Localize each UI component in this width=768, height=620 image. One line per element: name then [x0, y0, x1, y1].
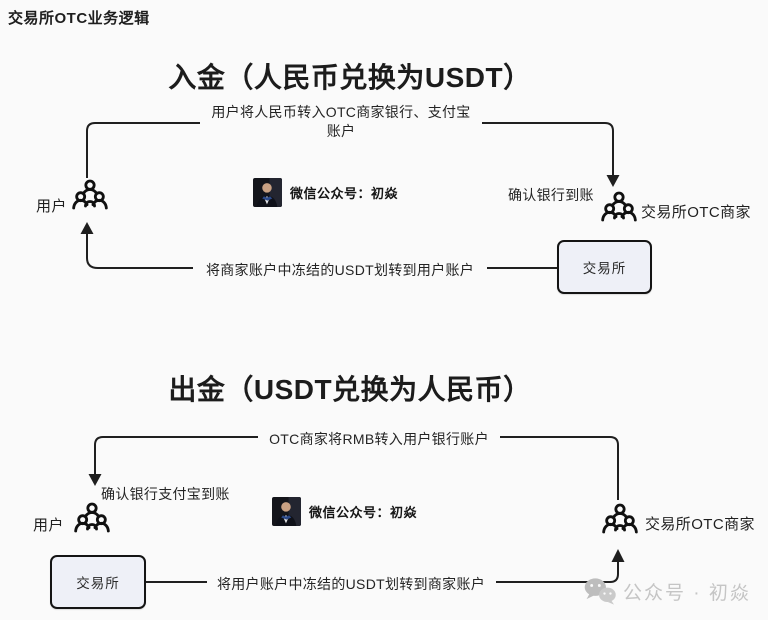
withdraw-exchange-box: 交易所 [50, 555, 146, 609]
withdraw-top-arrow-label: OTC商家将RMB转入用户银行账户 [269, 431, 489, 447]
deposit-arrowhead-up [80, 222, 94, 234]
withdraw-arrowhead-up [611, 549, 625, 562]
deposit-user-label: 用户 [36, 198, 67, 215]
wechat-badge-withdraw: 微信公众号：初焱 [272, 497, 417, 526]
deposit-top-arrow-label: 用户将人民币转入OTC商家银行、支付宝 账户 [191, 103, 491, 141]
withdraw-arrowhead-down [88, 474, 102, 486]
withdraw-user-label: 用户 [33, 517, 64, 534]
withdraw-top-connector-right [500, 436, 619, 500]
deposit-merchant-group-icon [599, 189, 639, 229]
wechat-badge-text: 微信公众号：初焱 [309, 505, 418, 520]
author-avatar [272, 497, 301, 526]
deposit-merchant-label: 交易所OTC商家 [641, 204, 751, 221]
deposit-exchange-box-label: 交易所 [582, 261, 627, 276]
deposit-flow-title: 入金（人民币兑换为USDT） [168, 62, 532, 93]
withdraw-top-connector-left [94, 436, 258, 475]
watermark-text: 公众号 · 初焱 [623, 582, 751, 604]
wechat-icon [583, 576, 617, 606]
deposit-bottom-connector-left [86, 233, 193, 269]
deposit-top-connector-left [86, 122, 200, 178]
deposit-top-arrow-label-line2: 账户 [326, 123, 356, 139]
withdraw-merchant-group-icon [600, 501, 640, 541]
deposit-arrowhead-down [606, 175, 620, 187]
withdraw-merchant-label: 交易所OTC商家 [645, 516, 755, 533]
withdraw-user-group-icon [72, 500, 112, 540]
author-avatar [253, 178, 282, 207]
withdraw-confirm-label: 确认银行支付宝到账 [101, 486, 230, 502]
withdraw-bottom-arrow-label: 将用户账户中冻结的USDT划转到商家账户 [216, 576, 486, 592]
deposit-bottom-arrow-label: 将商家账户中冻结的USDT划转到用户账户 [205, 262, 475, 278]
page-title: 交易所OTC业务逻辑 [8, 10, 150, 27]
deposit-exchange-box: 交易所 [557, 240, 652, 294]
deposit-top-arrow-label-line1: 用户将人民币转入OTC商家银行、支付宝 [211, 104, 471, 120]
withdraw-exchange-box-label: 交易所 [76, 576, 120, 591]
deposit-confirm-label: 确认银行到账 [508, 187, 594, 203]
deposit-top-connector-right [482, 122, 614, 176]
deposit-user-group-icon [70, 177, 110, 217]
watermark: 公众号 · 初焱 [583, 576, 751, 606]
wechat-badge-deposit: 微信公众号：初焱 [253, 178, 398, 207]
wechat-badge-text: 微信公众号：初焱 [290, 186, 399, 201]
withdraw-flow-title: 出金（USDT兑换为人民币） [168, 374, 532, 405]
